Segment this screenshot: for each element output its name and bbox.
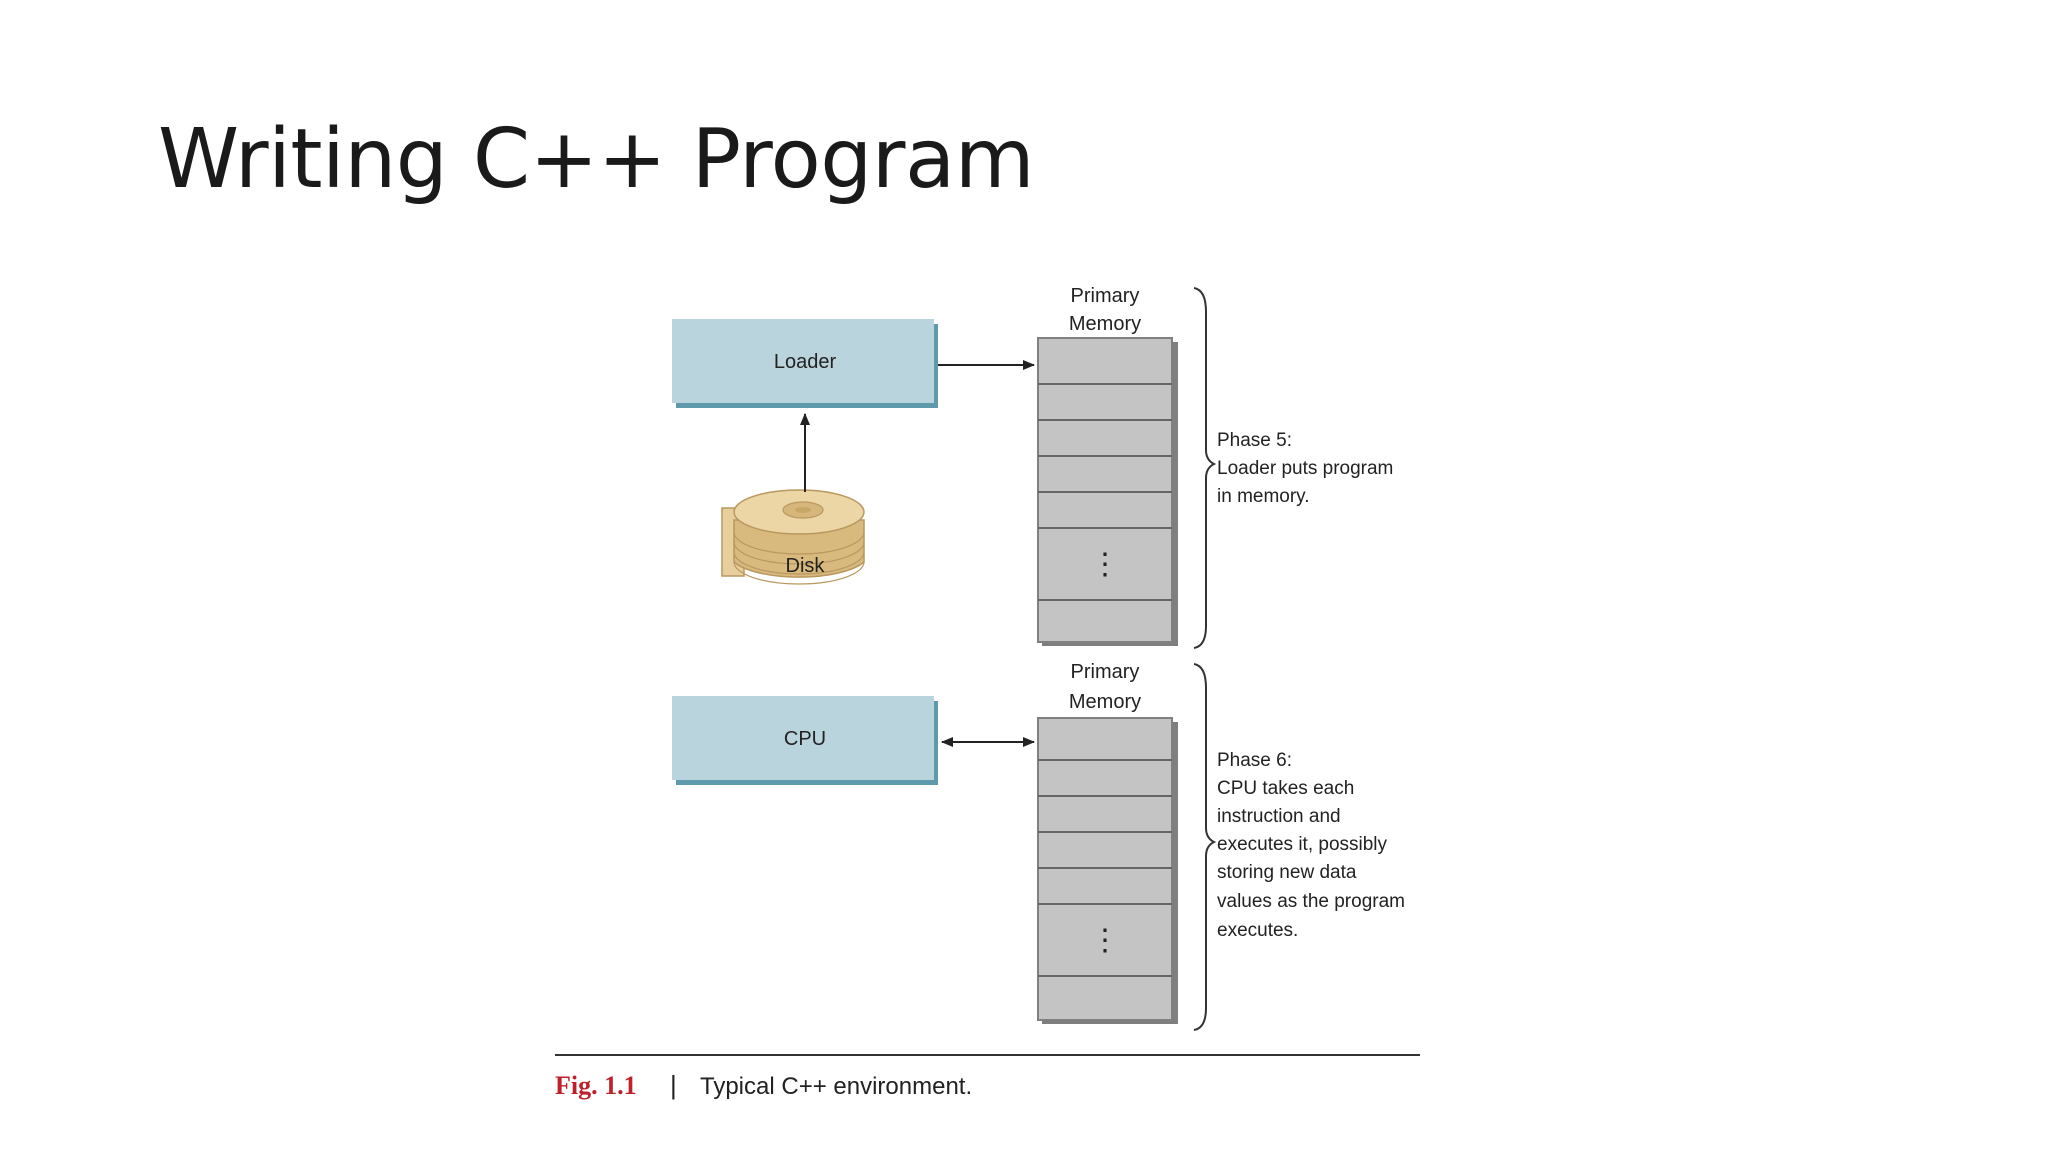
phase6-desc-line5: values as the program [1217,891,1405,912]
phase6-heading: Phase 6: [1217,750,1292,771]
disk-icon: Disk [721,489,865,585]
phase6-desc-line6: executes. [1217,920,1298,941]
phase6-desc-line4: storing new data [1217,862,1357,883]
primary-memory-phase6: ⋮ [1037,717,1178,1024]
cpu-label: CPU [784,728,826,750]
loader-label: Loader [774,351,837,373]
memory-label-bottom-line2: Memory [1069,691,1141,713]
phase6-desc-line3: executes it, possibly [1217,834,1388,855]
phase5-brace [1193,287,1217,649]
phase6-brace [1193,663,1217,1031]
memory-ellipsis-bottom: ⋮ [1090,924,1120,957]
memory-label-bottom-line1: Primary [1071,661,1140,683]
phase5-desc-line1: Loader puts program [1217,458,1393,479]
phase6-desc-line1: CPU takes each [1217,778,1354,799]
memory-label-top-line1: Primary [1071,285,1140,307]
memory-label-top-line2: Memory [1069,313,1141,335]
disk-label: Disk [786,555,826,577]
phase5-heading: Phase 5: [1217,430,1292,451]
memory-ellipsis-top: ⋮ [1090,548,1120,581]
primary-memory-phase5: ⋮ [1037,337,1178,646]
loader-box: Loader [672,319,938,408]
caption-separator: | [670,1070,677,1100]
phase6-desc-line2: instruction and [1217,806,1341,827]
slide-title: Writing C++ Program [158,112,1035,207]
cpu-box: CPU [672,696,938,785]
caption-text: Typical C++ environment. [700,1073,972,1100]
caption-fig-number: Fig. 1.1 [555,1071,637,1100]
phase5-desc-line2: in memory. [1217,486,1310,507]
